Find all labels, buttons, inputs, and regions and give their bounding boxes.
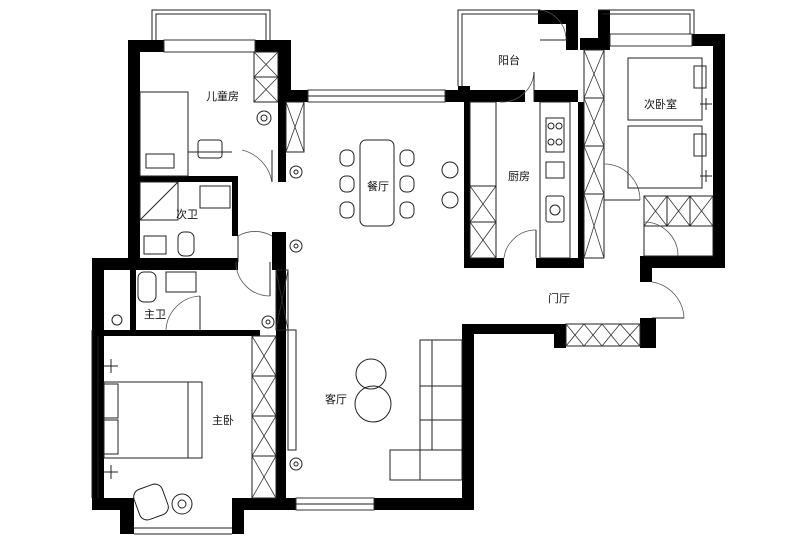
walls xyxy=(92,10,725,534)
cabinets xyxy=(251,49,714,499)
label-entrance: 门厅 xyxy=(548,291,570,305)
nightstand-lamps xyxy=(104,359,118,479)
label-second-bedroom: 次卧室 xyxy=(644,97,677,111)
furniture xyxy=(103,57,712,521)
doors xyxy=(165,9,685,331)
windows xyxy=(91,9,695,535)
label-kitchen: 厨房 xyxy=(508,170,530,183)
label-second-bath: 次卫 xyxy=(176,207,198,221)
label-master-bath: 主卫 xyxy=(144,308,166,321)
label-master-bedroom: 主卧 xyxy=(212,414,234,427)
label-balcony: 阳台 xyxy=(498,53,520,67)
dining-chairs xyxy=(339,149,415,219)
ceiling-lights xyxy=(256,110,303,471)
label-childrens-room: 儿童房 xyxy=(206,89,239,103)
room-labels: 儿童房 阳台 次卧室 餐厅 厨房 次卫 门厅 主卫 客厅 主卧 xyxy=(144,53,677,427)
label-dining: 餐厅 xyxy=(367,179,389,193)
label-living: 客厅 xyxy=(325,392,347,406)
